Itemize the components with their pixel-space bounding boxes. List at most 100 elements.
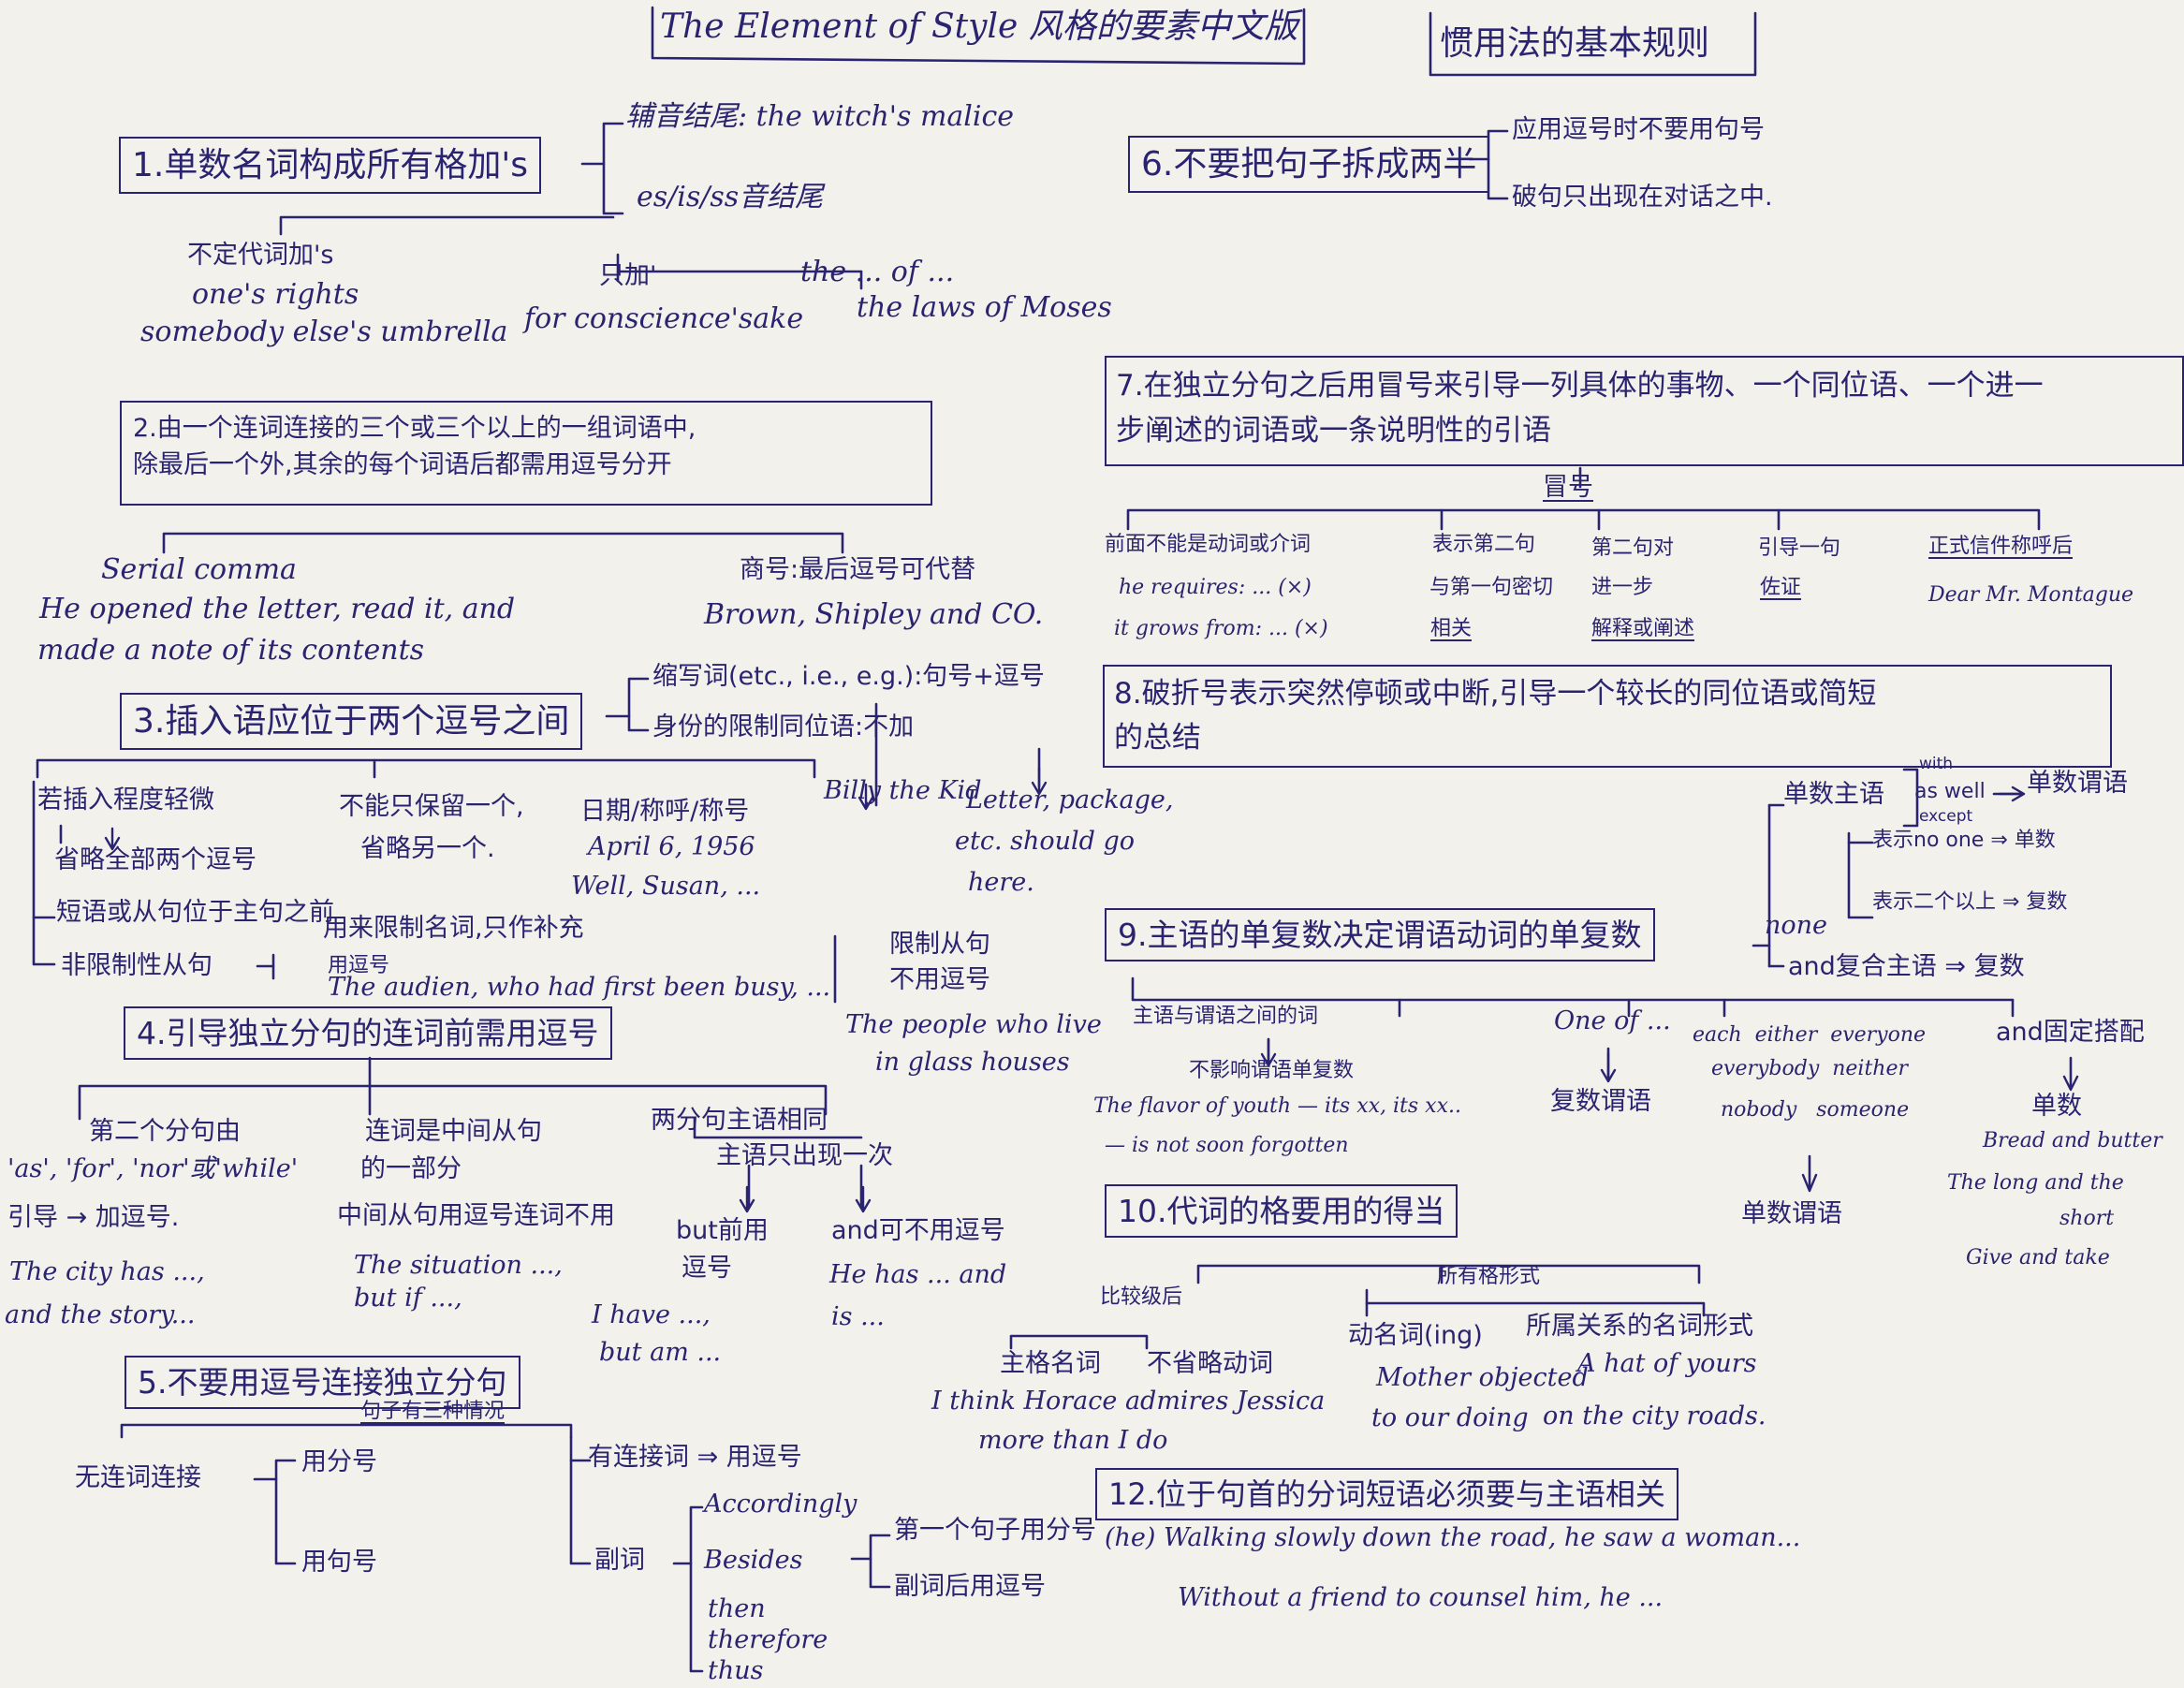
rule-3-nonrestrictive-clause: 非限制性从句 [61, 951, 213, 980]
rule-4-middle-clause-rule: 中间从句用逗号连词不用 [337, 1201, 615, 1230]
rule-7-closely-related: 与第一句密切 [1429, 576, 1554, 599]
rule-9-and-compound: and复合主语 ⇒ 复数 [1788, 952, 2025, 981]
rule-1-sibilant-ending: es/is/ss音结尾 [637, 181, 824, 213]
rule-9-bread-and-butter: Bread and butter [1983, 1129, 2162, 1152]
rule-4-and-no-comma: and可不用逗号 [831, 1216, 1005, 1245]
rule-5-adverb-thus: thus [708, 1656, 764, 1685]
rule-1-example-umbrella: somebody else's umbrella [140, 316, 508, 348]
rule-10-gerund: 动名词(ing) [1348, 1321, 1483, 1350]
rule-7-evidence: 佐证 [1760, 576, 1802, 599]
rule-3-phrase-before-main: 短语或从句位于主句之前 [56, 898, 334, 927]
rule-1-of-pattern: the ... of ... [800, 256, 955, 288]
rule-9-as-well: as well [1914, 780, 1986, 803]
rule-3-date-example: April 6, 1956 [588, 832, 755, 861]
rule-4-same-subject: 两分句主语相同 [651, 1106, 828, 1135]
rule-12-friend-example: Without a friend to counsel him, he ... [1178, 1583, 1664, 1612]
page-title: The Element of Style 风格的要素中文版 [660, 7, 1298, 46]
rule-9-give-and-take: Give and take [1966, 1246, 2110, 1270]
rule-9-plural: 表示二个以上 ⇒ 复数 [1872, 890, 2068, 914]
rule-7-heading: 7.在独立分句之后用冒号来引导一列具体的事物、一个同位语、一个进一 步阐述的词语… [1105, 356, 2184, 466]
rule-3-letter-example-1: Letter, package, [966, 785, 1174, 815]
rule-4-city-example-2: and the story... [5, 1300, 196, 1329]
rule-3-cannot-keep-one: 不能只保留一个, [339, 792, 524, 821]
rule-7-second-sentence: 表示第二句 [1432, 533, 1536, 556]
rule-7-grows-from-example: it grows from: ... (×) [1114, 617, 1328, 640]
rule-4-conjunction-in-clause: 连词是中间从句 [365, 1117, 542, 1146]
rule-3-heading: 3.插入语应位于两个逗号之间 [120, 693, 583, 750]
rule-3-address-example: Well, Susan, ... [571, 872, 761, 901]
rule-4-he-has-example-2: is ... [831, 1302, 885, 1331]
rule-5-adverb: 副词 [594, 1546, 645, 1575]
rule-8-heading-line-2: 的总结 [1114, 720, 1201, 755]
rule-9-no-effect: 不影响谓语单复数 [1189, 1059, 1355, 1082]
rule-2-serial-example-2: made a note of its contents [37, 634, 425, 667]
rule-4-part-of-clause: 的一部分 [360, 1154, 462, 1183]
rule-5-three-cases: 句子有三种情况 [360, 1400, 506, 1423]
rule-4-i-have-example-2: but am ... [599, 1338, 722, 1367]
rule-3-slight-interruption: 若插入程度轻微 [37, 785, 214, 815]
rule-5-use-semicolon: 用分号 [301, 1447, 377, 1476]
rule-7-not-after-verb: 前面不能是动词或介词 [1105, 533, 1312, 556]
rule-3-nonrestrictive-example: The audien, who had first been busy, ... [328, 973, 831, 1002]
rule-7-heading-line-1: 7.在独立分句之后用冒号来引导一列具体的事物、一个同位语、一个进一 [1116, 369, 2044, 403]
rule-3-restrictive-example-1: The people who live [845, 1010, 1102, 1039]
rule-2-heading: 2.由一个连词连接的三个或三个以上的一组词语中, 除最后一个外,其余的每个词语后… [120, 401, 932, 506]
rule-5-adverb-therefore: therefore [708, 1625, 828, 1654]
rule-1-indefinite-pronoun: 不定代词加's [187, 241, 334, 270]
rule-9-plural-predicate: 复数谓语 [1550, 1087, 1651, 1116]
rule-3-letter-example-2: etc. should go [955, 827, 1136, 856]
rule-1-apostrophe-only: 只加' [599, 261, 657, 290]
rule-9-singular-predicate: 单数谓语 [2027, 769, 2128, 798]
rule-3-restrictive-clause: 限制从句 [889, 930, 990, 959]
rule-2-heading-line-2: 除最后一个外,其余的每个词语后都需用逗号分开 [133, 450, 672, 480]
rule-5-adverb-then: then [708, 1594, 766, 1623]
rule-9-flavor-example-2: — is not soon forgotten [1105, 1134, 1349, 1157]
rule-5-with-conjunction: 有连接词 ⇒ 用逗号 [588, 1443, 802, 1472]
rule-2-business-example: Brown, Shipley and CO. [704, 598, 1044, 631]
rule-4-add-comma: 引导 → 加逗号. [7, 1203, 180, 1232]
rule-12-walking-example: (he) Walking slowly down the road, he sa… [1105, 1523, 1801, 1552]
rule-4-i-have-example-1: I have ..., [592, 1300, 711, 1329]
rule-10-gerund-example-1: Mother objected [1376, 1363, 1589, 1392]
rule-10-horace-example-2: more than I do [978, 1426, 1168, 1455]
rule-9-nobody-someone: nobody someone [1721, 1098, 1910, 1122]
rule-9-long-and-short-1: The long and the [1947, 1171, 2124, 1195]
rule-2-serial-comma: Serial comma [101, 553, 297, 586]
rule-3-letter-example-3: here. [968, 868, 1034, 897]
header-right-label: 惯用法的基本规则 [1440, 24, 1710, 63]
rule-7-formal-letter: 正式信件称呼后 [1928, 535, 2074, 558]
rule-4-as-for-nor-while: 'as', 'for', 'nor'或'while' [7, 1154, 299, 1183]
rule-3-restrictive-example-2: in glass houses [875, 1048, 1070, 1077]
rule-7-colon: 冒号 [1543, 473, 1593, 502]
rule-2-business-name: 商号:最后逗号可代替 [740, 555, 976, 584]
rule-9-flavor-example-1: The flavor of youth — its xx, its xx.. [1093, 1094, 1461, 1118]
rule-10-belonging-form: 所属关系的名词形式 [1526, 1312, 1753, 1341]
rule-3-no-comma: 不用逗号 [889, 965, 990, 994]
rule-3-use-comma: 用逗号 [328, 954, 390, 977]
rule-2-heading-line-1: 2.由一个连词连接的三个或三个以上的一组词语中, [133, 414, 696, 443]
rule-1-consonant-ending: 辅音结尾: the witch's malice [625, 100, 1015, 133]
rule-7-explain: 解释或阐述 [1591, 617, 1695, 640]
rule-5-adverb-besides: Besides [704, 1546, 803, 1575]
rule-9-everybody-neither: everybody neither [1711, 1057, 1909, 1080]
rule-5-adverb-accordingly: Accordingly [704, 1490, 857, 1519]
rule-4-situation-example-2: but if ..., [354, 1284, 462, 1313]
rule-7-second-sentence-pair: 第二句对 [1591, 536, 1675, 560]
rule-6-heading: 6.不要把句子拆成两半 [1128, 136, 1490, 193]
rule-10-city-roads-example: on the city roads. [1543, 1402, 1766, 1431]
rule-9-none: none [1765, 911, 1828, 940]
rule-12-heading: 12.位于句首的分词短语必须要与主语相关 [1095, 1468, 1678, 1520]
rule-9-except: except [1919, 807, 1973, 826]
rule-4-subject-once: 主语只出现一次 [716, 1141, 893, 1170]
rule-9-heading: 9.主语的单复数决定谓语动词的单复数 [1105, 908, 1655, 962]
rule-1-heading: 1.单数名词构成所有格加's [119, 137, 542, 194]
rule-1-example-moses: the laws of Moses [857, 291, 1112, 324]
rule-7-salutation-example: Dear Mr. Montague [1928, 583, 2134, 607]
rule-5-first-sentence-semicolon: 第一个句子用分号 [894, 1516, 1096, 1545]
rule-8-heading-line-1: 8.破折号表示突然停顿或中断,引导一个较长的同位语或简短 [1114, 677, 1877, 711]
rule-8-heading: 8.破折号表示突然停顿或中断,引导一个较长的同位语或简短 的总结 [1103, 665, 2112, 768]
rule-4-second-clause: 第二个分句由 [89, 1117, 241, 1146]
rule-9-words-between: 主语与谓语之间的词 [1133, 1005, 1319, 1028]
rule-3-omit-other: 省略另一个. [360, 834, 495, 863]
